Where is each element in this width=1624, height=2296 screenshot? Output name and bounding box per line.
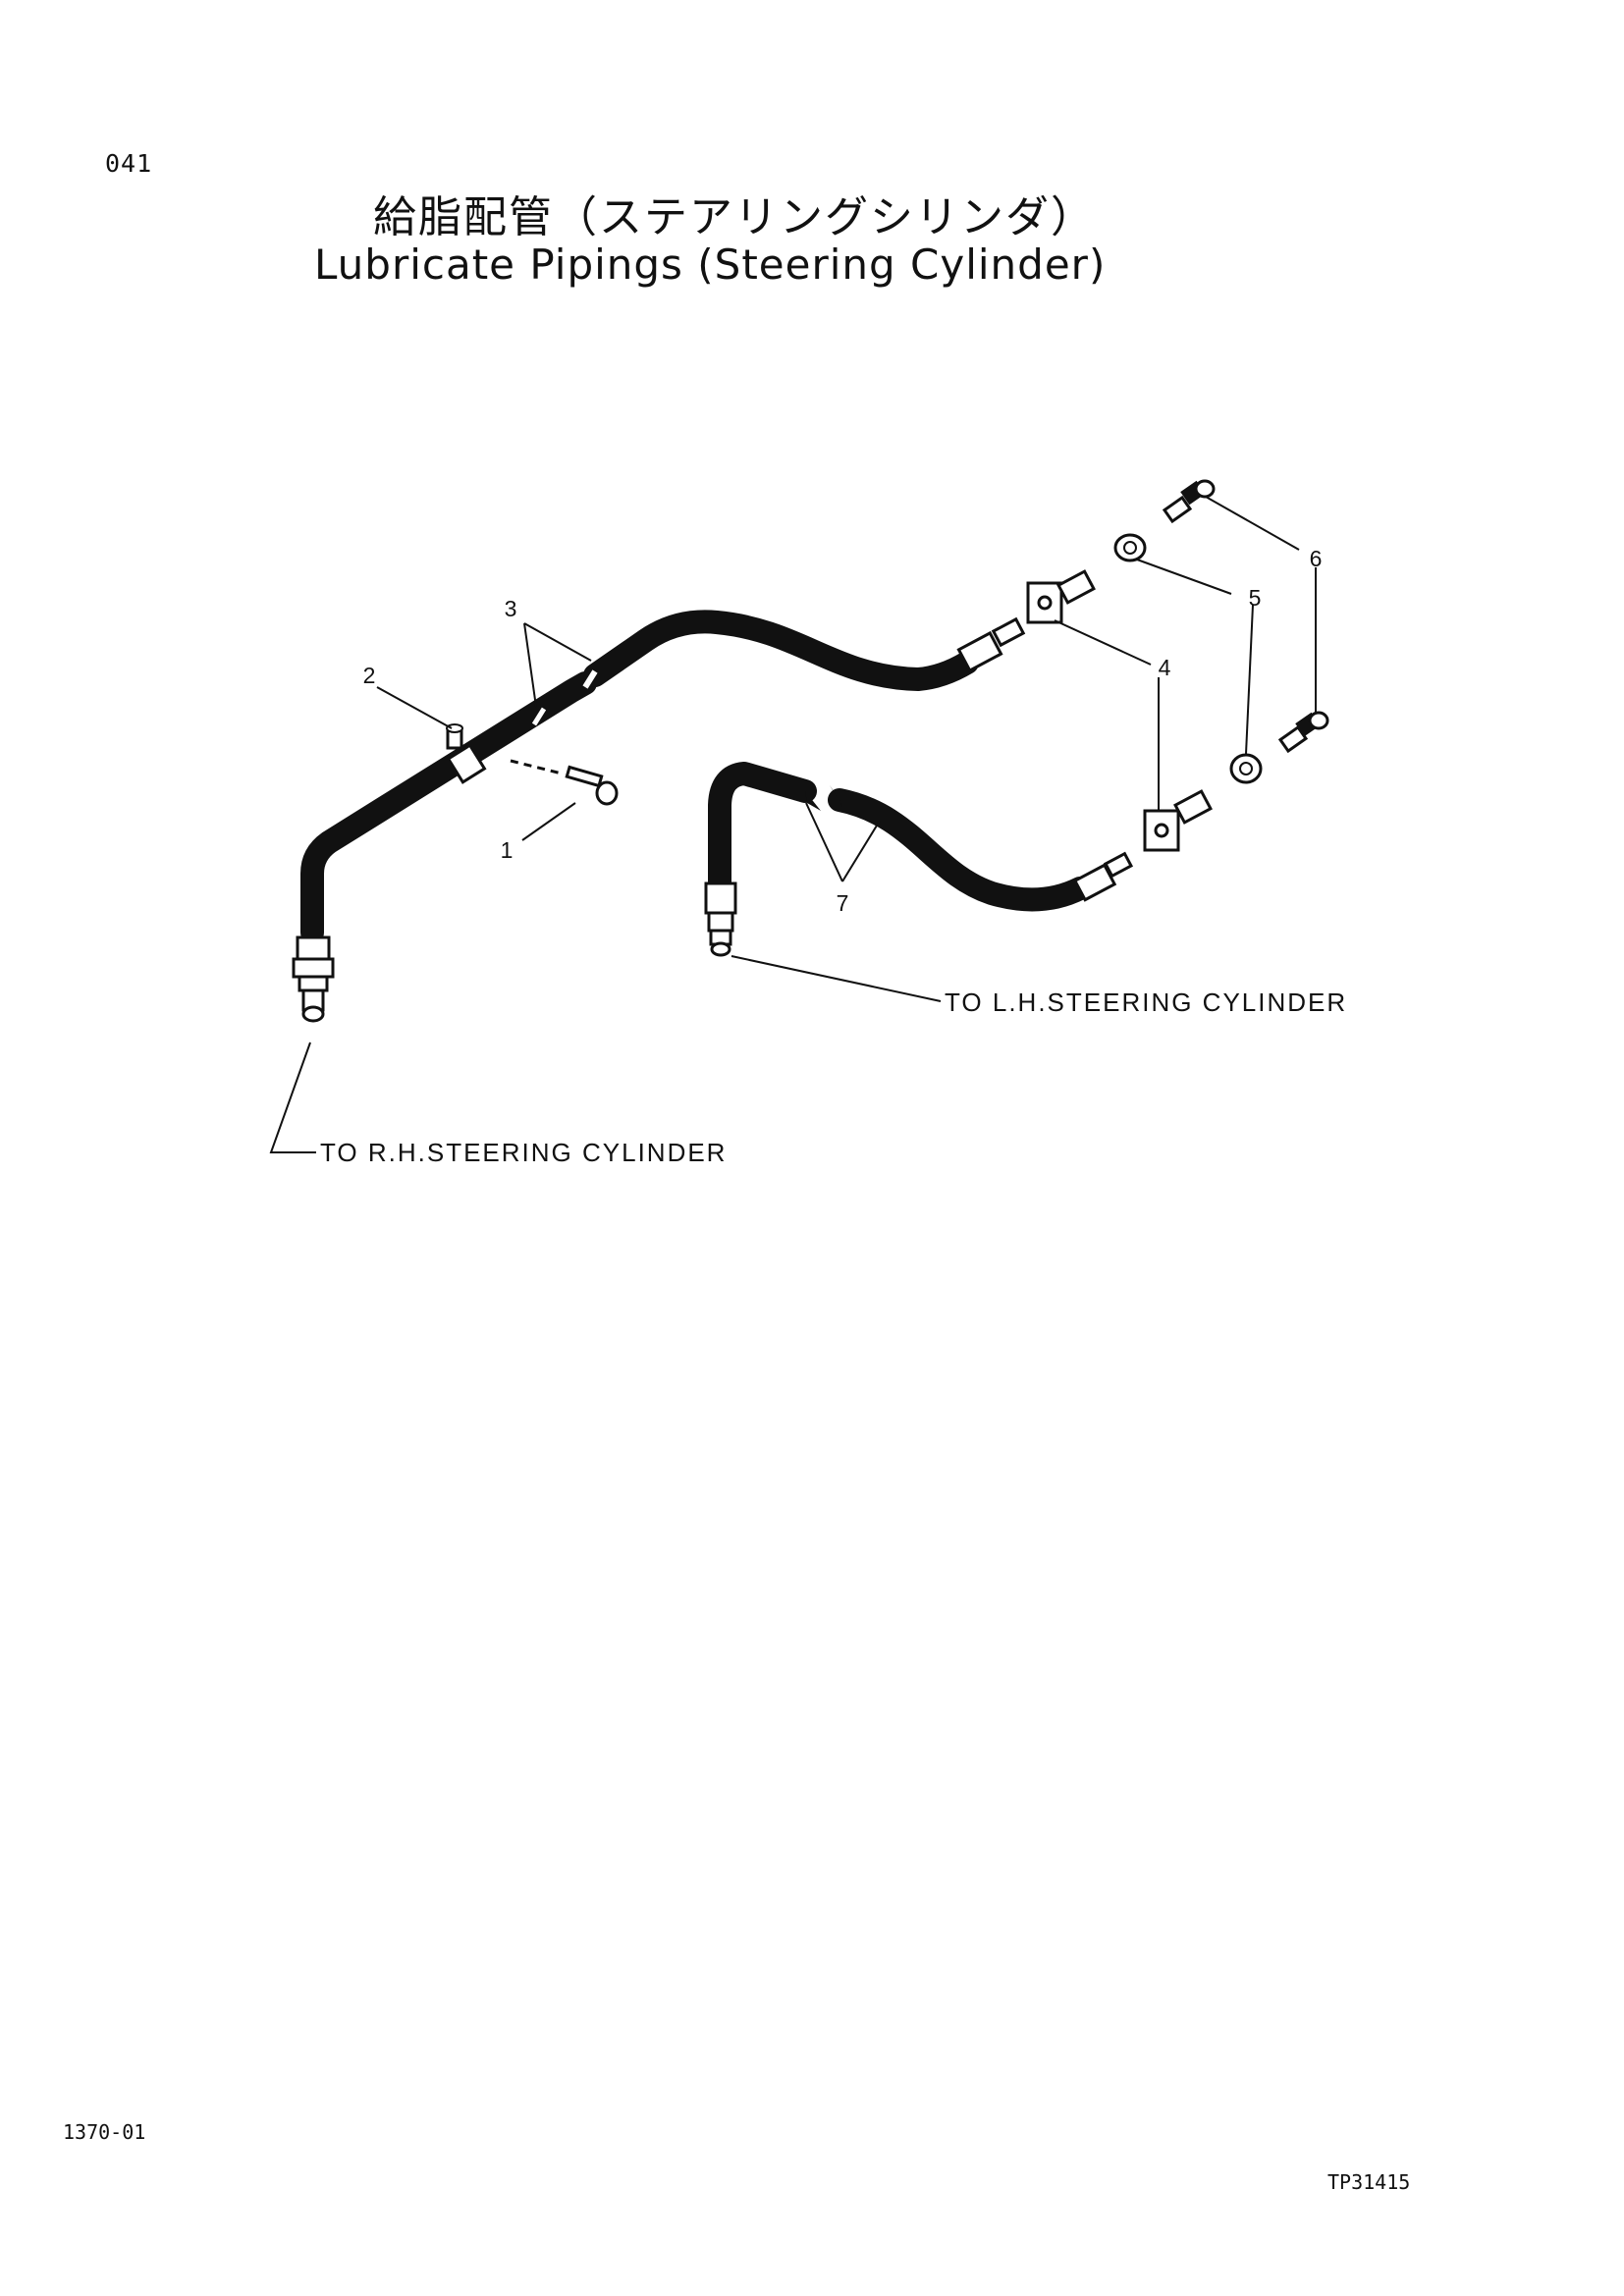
adapter-upper <box>1026 569 1096 624</box>
callout-1: 1 <box>501 837 514 863</box>
callout-6: 6 <box>1310 546 1323 571</box>
callout-4: 4 <box>1159 655 1171 680</box>
label-rh-steering-cylinder: TO R.H.STEERING CYLINDER <box>320 1138 727 1167</box>
hose-3 <box>300 610 979 944</box>
callout-2: 2 <box>363 663 376 688</box>
nut-upper <box>1113 533 1147 562</box>
callout-5: 5 <box>1249 585 1262 611</box>
leader-lines <box>269 496 1317 1153</box>
footer-document-code: 1370-01 <box>63 2120 146 2144</box>
bolt <box>510 759 619 806</box>
callout-3: 3 <box>505 596 517 621</box>
hose-7 <box>708 762 1092 912</box>
adapter-lower <box>1143 789 1213 852</box>
elbow-fitting <box>446 723 487 784</box>
grease-fitting-upper <box>1162 479 1216 524</box>
rh-cylinder-fitting <box>292 935 335 1023</box>
lh-cylinder-fitting <box>704 881 737 957</box>
page-code: 041 <box>105 149 153 178</box>
label-lh-steering-cylinder: TO L.H.STEERING CYLINDER <box>945 988 1347 1017</box>
grease-fitting-lower <box>1277 711 1329 754</box>
hose-7-end-fitting <box>1072 851 1134 902</box>
title-english: Lubricate Pipings (Steering Cylinder) <box>314 240 1107 289</box>
callout-7: 7 <box>837 890 849 916</box>
footer-figure-code: TP31415 <box>1327 2170 1411 2194</box>
nut-lower <box>1229 753 1263 784</box>
title-japanese: 給脂配管（ステアリングシリンダ） <box>373 192 1096 242</box>
hose-3-end-fitting <box>956 616 1026 673</box>
